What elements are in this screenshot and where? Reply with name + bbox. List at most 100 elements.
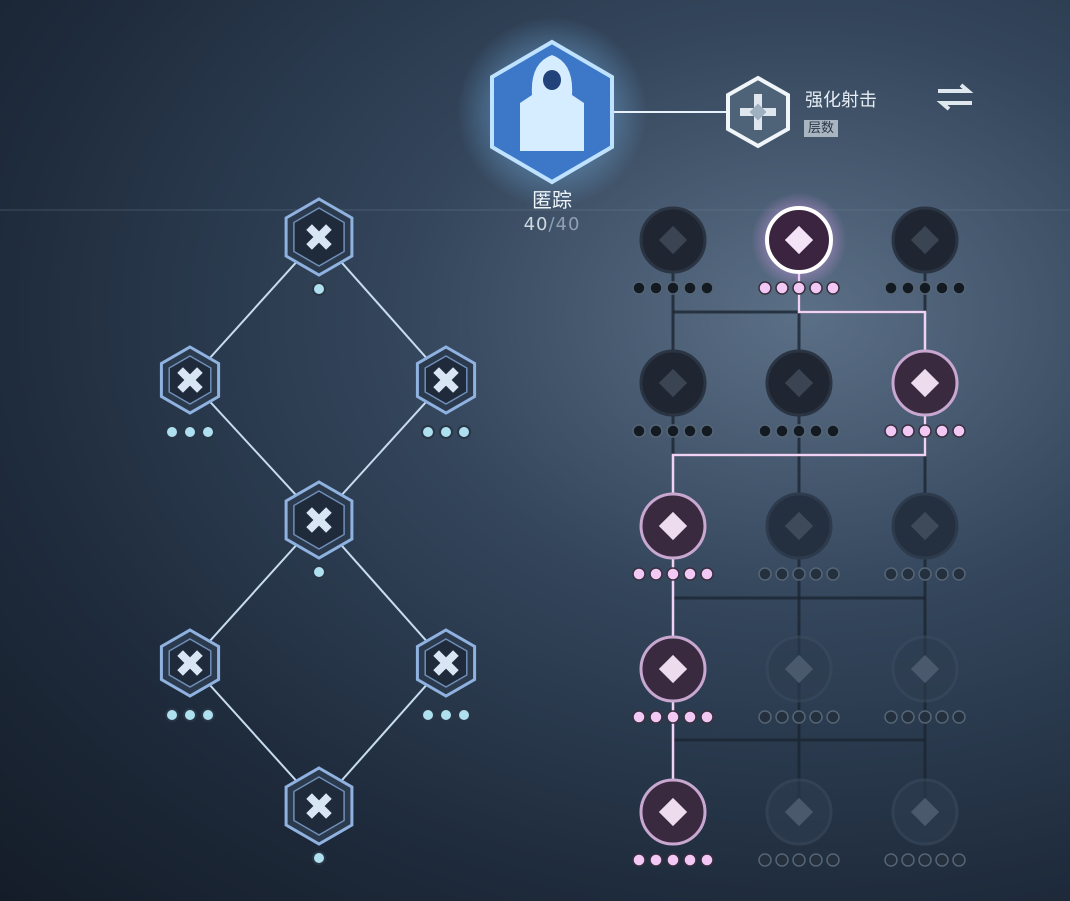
level-dot — [700, 567, 714, 581]
level-dot — [952, 281, 966, 295]
shuriken-icon — [306, 793, 332, 819]
level-dot — [666, 853, 680, 867]
level-dot — [649, 281, 663, 295]
points-current: 40 — [523, 214, 549, 235]
level-dot — [312, 851, 326, 865]
left-node-right-1[interactable] — [415, 345, 477, 439]
level-dot — [775, 424, 789, 438]
grid-node-r5-c2[interactable] — [758, 778, 840, 867]
level-dot — [792, 424, 806, 438]
level-dot — [758, 424, 772, 438]
chevrons-up-icon — [433, 367, 459, 393]
left-node-left-2[interactable] — [159, 628, 221, 722]
left-node-left-1[interactable] — [159, 345, 221, 439]
grid-node-r1-c3[interactable] — [884, 206, 966, 295]
grid-node-r4-c3[interactable] — [884, 635, 966, 724]
level-dot — [758, 281, 772, 295]
level-dot — [700, 424, 714, 438]
level-dot — [918, 710, 932, 724]
level-dot — [935, 424, 949, 438]
level-dot — [952, 853, 966, 867]
grid-node-r3-c2[interactable] — [758, 492, 840, 581]
grid-node-r2-c2[interactable] — [758, 349, 840, 438]
level-dot — [201, 708, 215, 722]
level-dot — [792, 710, 806, 724]
grid-node-r4-c1[interactable] — [632, 635, 714, 724]
level-dot — [700, 710, 714, 724]
diamond-compass-icon — [658, 225, 688, 255]
diamond-grid-icon — [658, 511, 688, 541]
level-dot — [649, 710, 663, 724]
grid-node-r3-c3[interactable] — [884, 492, 966, 581]
level-dot — [421, 425, 435, 439]
level-dot — [775, 710, 789, 724]
level-dot — [666, 567, 680, 581]
level-dot — [439, 708, 453, 722]
level-dot — [884, 710, 898, 724]
swap-button[interactable] — [936, 82, 974, 112]
level-dot — [632, 567, 646, 581]
level-dot — [809, 567, 823, 581]
grid-node-r1-c1[interactable] — [632, 206, 714, 295]
selected-skill-tag: 层数 — [804, 120, 839, 137]
level-dot — [649, 567, 663, 581]
left-node-right-2[interactable] — [415, 628, 477, 722]
rocket-burst-icon — [784, 225, 814, 255]
level-dot — [826, 853, 840, 867]
rifle-icon — [910, 225, 940, 255]
level-dot — [758, 710, 772, 724]
grid-node-r1-c2[interactable] — [751, 192, 847, 295]
level-dot — [809, 424, 823, 438]
level-dot — [809, 281, 823, 295]
target-icon — [910, 511, 940, 541]
grid-node-r5-c1[interactable] — [632, 778, 714, 867]
level-dot — [901, 710, 915, 724]
sprint-icon — [177, 367, 203, 393]
grid-node-r2-c1[interactable] — [632, 349, 714, 438]
points-max: /40 — [548, 214, 581, 235]
star-burst-icon — [658, 797, 688, 827]
hooded-figure-icon — [433, 650, 459, 676]
level-dot — [884, 853, 898, 867]
left-node-bottom[interactable] — [284, 766, 354, 865]
level-dot — [901, 281, 915, 295]
grid-node-r5-c3[interactable] — [884, 778, 966, 867]
shuriken-icon — [306, 507, 332, 533]
level-dot — [183, 425, 197, 439]
level-dot — [165, 708, 179, 722]
level-dot — [935, 710, 949, 724]
level-dot — [918, 567, 932, 581]
level-dot — [952, 567, 966, 581]
level-dot — [901, 853, 915, 867]
gauge-icon — [658, 654, 688, 684]
level-dot — [312, 282, 326, 296]
level-dot — [792, 853, 806, 867]
level-dot — [632, 281, 646, 295]
level-dot — [165, 425, 179, 439]
character-portrait[interactable] — [457, 17, 730, 207]
level-dot — [632, 710, 646, 724]
diamond-plus-icon — [784, 797, 814, 827]
swap-arrows-icon — [936, 83, 974, 111]
selected-skill-icon[interactable] — [726, 75, 790, 149]
level-dot — [758, 567, 772, 581]
level-dot — [935, 853, 949, 867]
level-dot — [775, 853, 789, 867]
level-dot — [884, 424, 898, 438]
left-node-mid[interactable] — [284, 480, 354, 579]
level-dot — [649, 424, 663, 438]
level-dot — [826, 710, 840, 724]
level-dot — [935, 567, 949, 581]
level-dot — [201, 425, 215, 439]
level-dot — [775, 281, 789, 295]
left-node-top[interactable] — [284, 197, 354, 296]
level-dot — [666, 281, 680, 295]
level-dot — [809, 853, 823, 867]
level-dot — [918, 281, 932, 295]
grid-node-r3-c1[interactable] — [632, 492, 714, 581]
grid-node-r2-c3[interactable] — [884, 349, 966, 438]
grid-node-r4-c2[interactable] — [758, 635, 840, 724]
diamond-arrows-icon — [784, 368, 814, 398]
selected-skill-title: 强化射击 — [805, 90, 877, 111]
